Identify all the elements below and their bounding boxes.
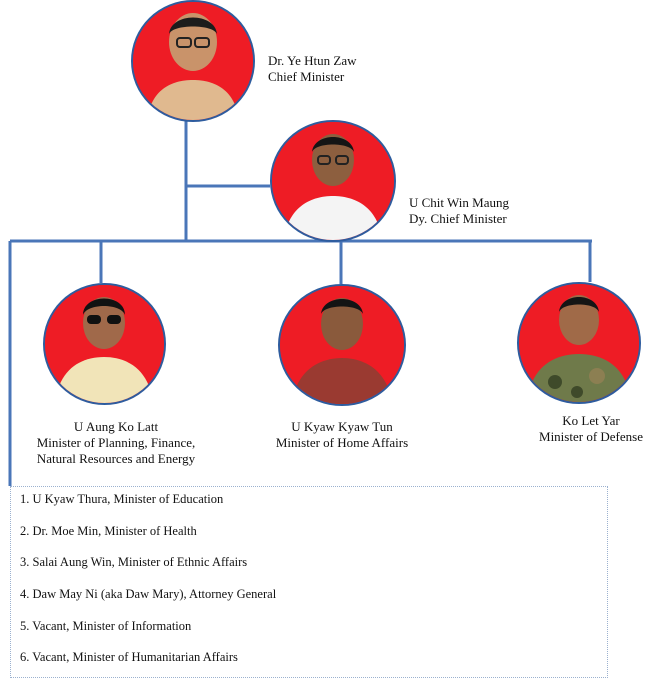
- list-item: 5. Vacant, Minister of Information: [20, 619, 192, 633]
- list-item: 2. Dr. Moe Min, Minister of Health: [20, 524, 197, 538]
- minister-label-1: U Aung Ko Latt Minister of Planning, Fin…: [28, 419, 204, 467]
- chief-minister-title: Chief Minister: [268, 69, 345, 84]
- chief-minister-label: Dr. Ye Htun Zaw Chief Minister: [268, 53, 356, 85]
- minister-name-1: U Aung Ko Latt: [73, 419, 159, 434]
- minister-name-2: U Kyaw Kyaw Tun: [291, 419, 393, 434]
- chief-minister-name: Dr. Ye Htun Zaw: [268, 53, 357, 68]
- list-item: 1. U Kyaw Thura, Minister of Education: [20, 492, 224, 506]
- deputy-chief-minister-name: U Chit Win Maung: [409, 195, 509, 210]
- chief-minister-portrait: [131, 0, 255, 122]
- person-silhouette-icon: [133, 2, 253, 120]
- deputy-chief-minister-label: U Chit Win Maung Dy. Chief Minister: [409, 195, 509, 227]
- other-ministers-box: 1. U Kyaw Thura, Minister of Education 2…: [10, 486, 608, 678]
- person-silhouette-icon: [280, 286, 404, 404]
- minister-label-3: Ko Let Yar Minister of Defense: [529, 413, 653, 445]
- minister-title-1a: Minister of Planning, Finance,: [36, 435, 196, 450]
- person-silhouette-icon: [45, 285, 164, 403]
- minister-portrait-1: [43, 283, 166, 405]
- deputy-chief-minister-portrait: [270, 120, 396, 242]
- list-item: 6. Vacant, Minister of Humanitarian Affa…: [20, 650, 238, 664]
- minister-label-2: U Kyaw Kyaw Tun Minister of Home Affairs: [268, 419, 416, 451]
- minister-portrait-2: [278, 284, 406, 406]
- minister-portrait-3: [517, 282, 641, 404]
- minister-title-3: Minister of Defense: [539, 429, 643, 444]
- minister-name-3: Ko Let Yar: [562, 413, 620, 428]
- list-item: 4. Daw May Ni (aka Daw Mary), Attorney G…: [20, 587, 277, 601]
- minister-title-1b: Natural Resources and Energy: [36, 451, 196, 466]
- deputy-chief-minister-title: Dy. Chief Minister: [409, 211, 507, 226]
- minister-title-2: Minister of Home Affairs: [275, 435, 409, 450]
- person-silhouette-icon: [272, 122, 394, 240]
- person-silhouette-icon: [519, 284, 639, 402]
- list-item: 3. Salai Aung Win, Minister of Ethnic Af…: [20, 555, 248, 569]
